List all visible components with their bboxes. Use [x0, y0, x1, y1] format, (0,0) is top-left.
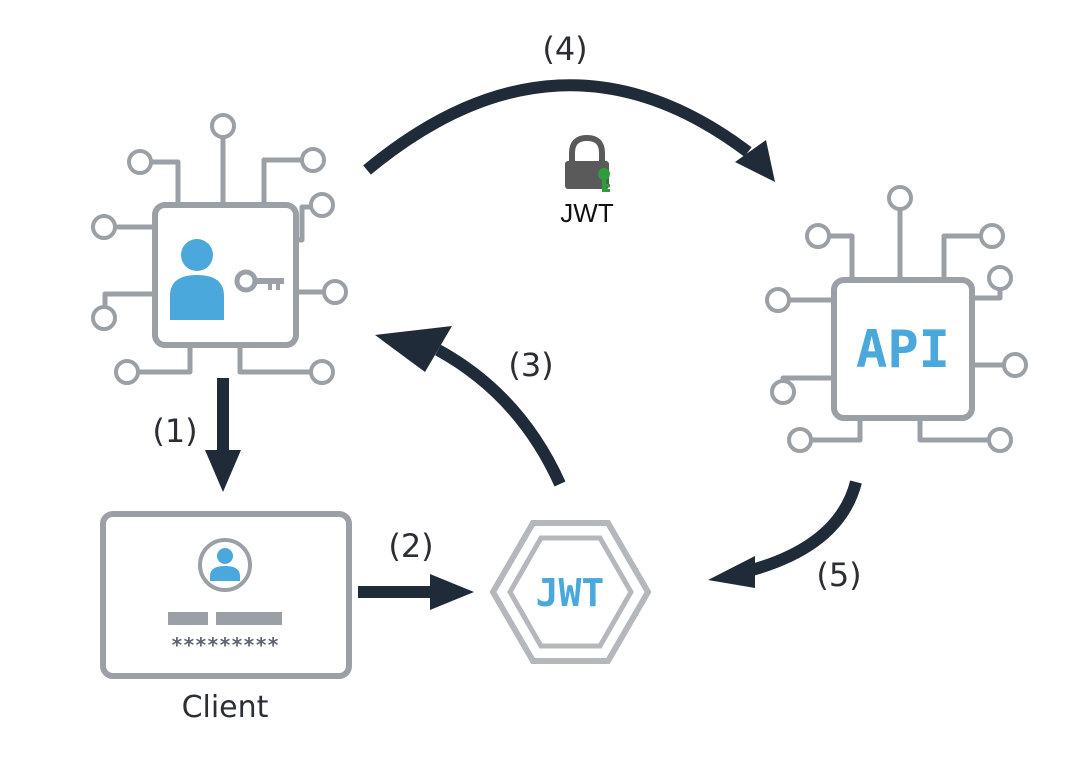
auth-server-chip	[91, 113, 348, 385]
step-label-3: (3)	[508, 346, 553, 384]
arrow-step-2	[358, 574, 474, 610]
client-card-box	[100, 511, 352, 679]
jwt-hex-label: JWT	[536, 571, 605, 615]
auth-server-circuits	[91, 113, 348, 385]
step-label-4: (4)	[542, 30, 587, 68]
step-label-5: (5)	[816, 556, 861, 594]
arrow-step-5	[708, 480, 862, 588]
auth-server-box	[152, 202, 299, 348]
username-field-bar	[168, 612, 208, 625]
username-field-bar-2	[216, 612, 282, 625]
key-icon	[234, 269, 284, 293]
user-icon	[170, 239, 224, 320]
arrow-step-3	[375, 326, 566, 487]
step-label-2: (2)	[388, 527, 433, 565]
api-server-circuits	[765, 185, 1028, 453]
avatar-icon	[198, 538, 252, 592]
lock-icon	[565, 134, 610, 192]
arrow-step-1	[205, 378, 241, 492]
api-server-box	[831, 277, 975, 421]
step-label-1: (1)	[152, 412, 197, 450]
client-label: Client	[182, 690, 269, 725]
jwt-lock-label: JWT	[560, 198, 614, 228]
api-label: API	[856, 320, 950, 380]
jwt-token-hexagon: JWT	[489, 520, 652, 664]
api-server-chip: API	[765, 185, 1028, 453]
client-card: *********	[100, 511, 352, 679]
password-mask: *********	[171, 633, 279, 657]
arrow-step-4	[363, 79, 775, 182]
green-key-icon	[598, 168, 610, 192]
